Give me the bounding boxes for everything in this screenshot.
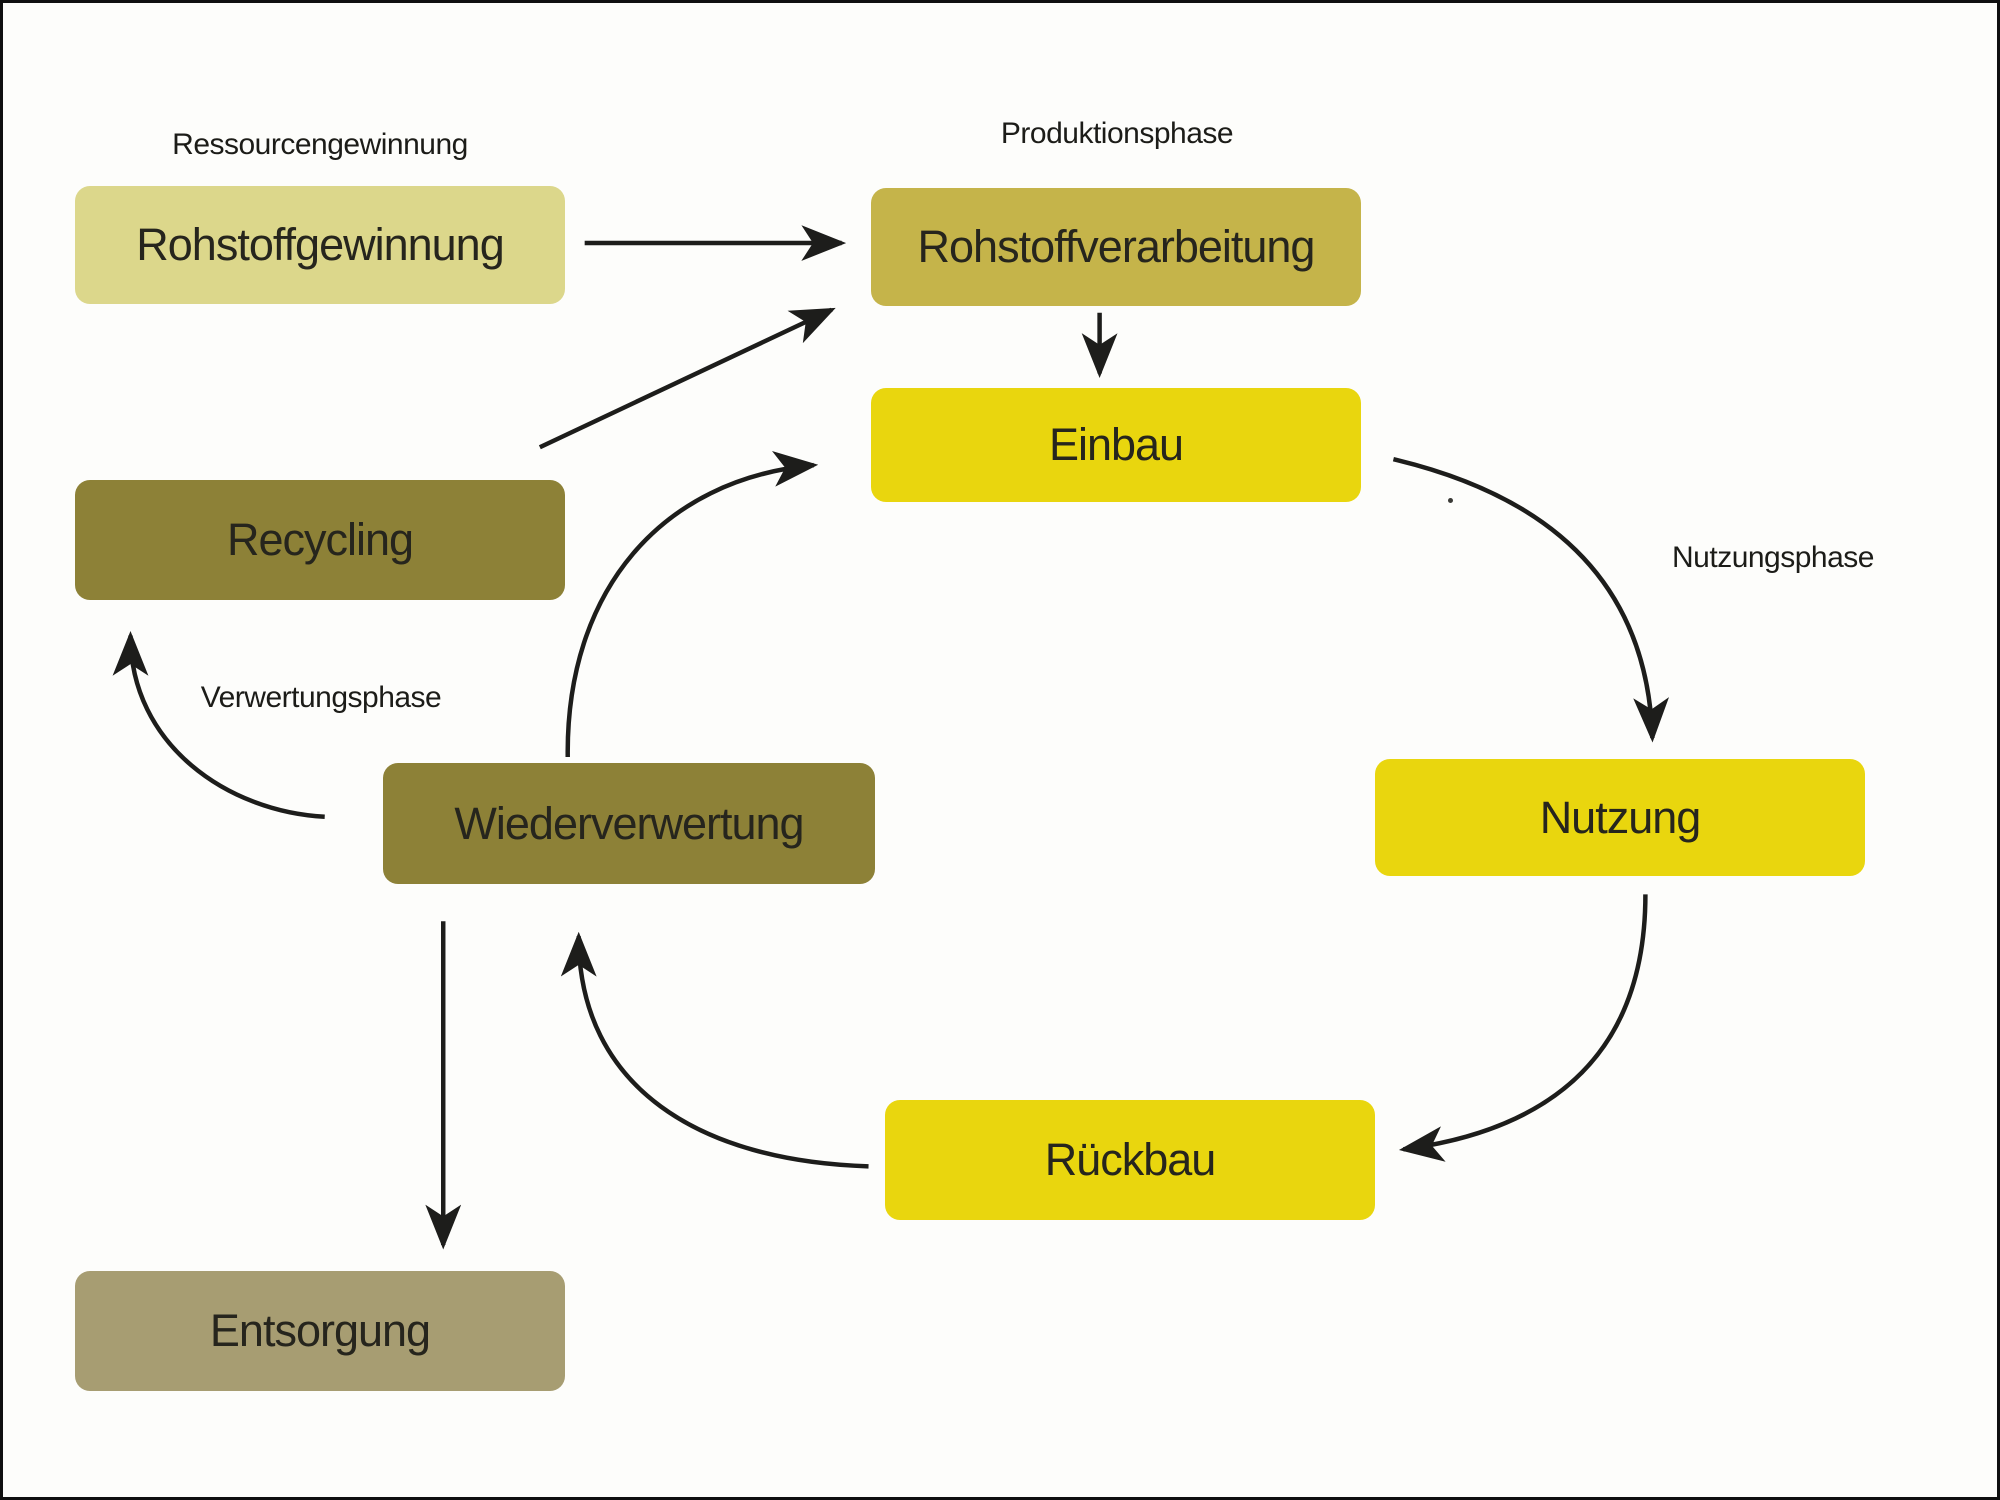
box-nutzung: Nutzung — [1375, 759, 1865, 876]
label-produktionsphase: Produktionsphase — [1000, 117, 1234, 150]
arrow-einbau-to-nutzung — [1392, 456, 1669, 743]
label-verwertungsphase: Verwertungsphase — [200, 681, 442, 714]
label-ressourcengewinnung: Ressourcengewinnung — [172, 128, 468, 161]
box-rohstoffgewinnung: Rohstoffgewinnung — [75, 186, 565, 304]
stray-dot — [1448, 498, 1453, 503]
arrow-nutzung-to-rueckbau — [1398, 894, 1648, 1162]
box-entsorgung: Entsorgung — [75, 1271, 565, 1391]
arrows-layer — [112, 225, 1669, 1250]
label-nutzungsphase: Nutzungsphase — [1672, 541, 1874, 574]
arrow-recycling-to-rohstoffverarbeitung — [538, 307, 836, 450]
box-einbau: Einbau — [871, 388, 1361, 502]
arrow-rueckbau-to-wiederverwertung — [560, 931, 869, 1169]
box-recycling: Recycling — [75, 480, 565, 600]
box-rohstoffverarbeitung: Rohstoffverarbeitung — [871, 188, 1361, 306]
box-wiederverwertung: Wiederverwertung — [383, 763, 875, 884]
arrow-wiederverwertung-to-recycling — [112, 630, 325, 819]
arrow-wiederverwertung-to-einbau — [565, 450, 819, 757]
box-rueckbau: Rückbau — [885, 1100, 1375, 1220]
